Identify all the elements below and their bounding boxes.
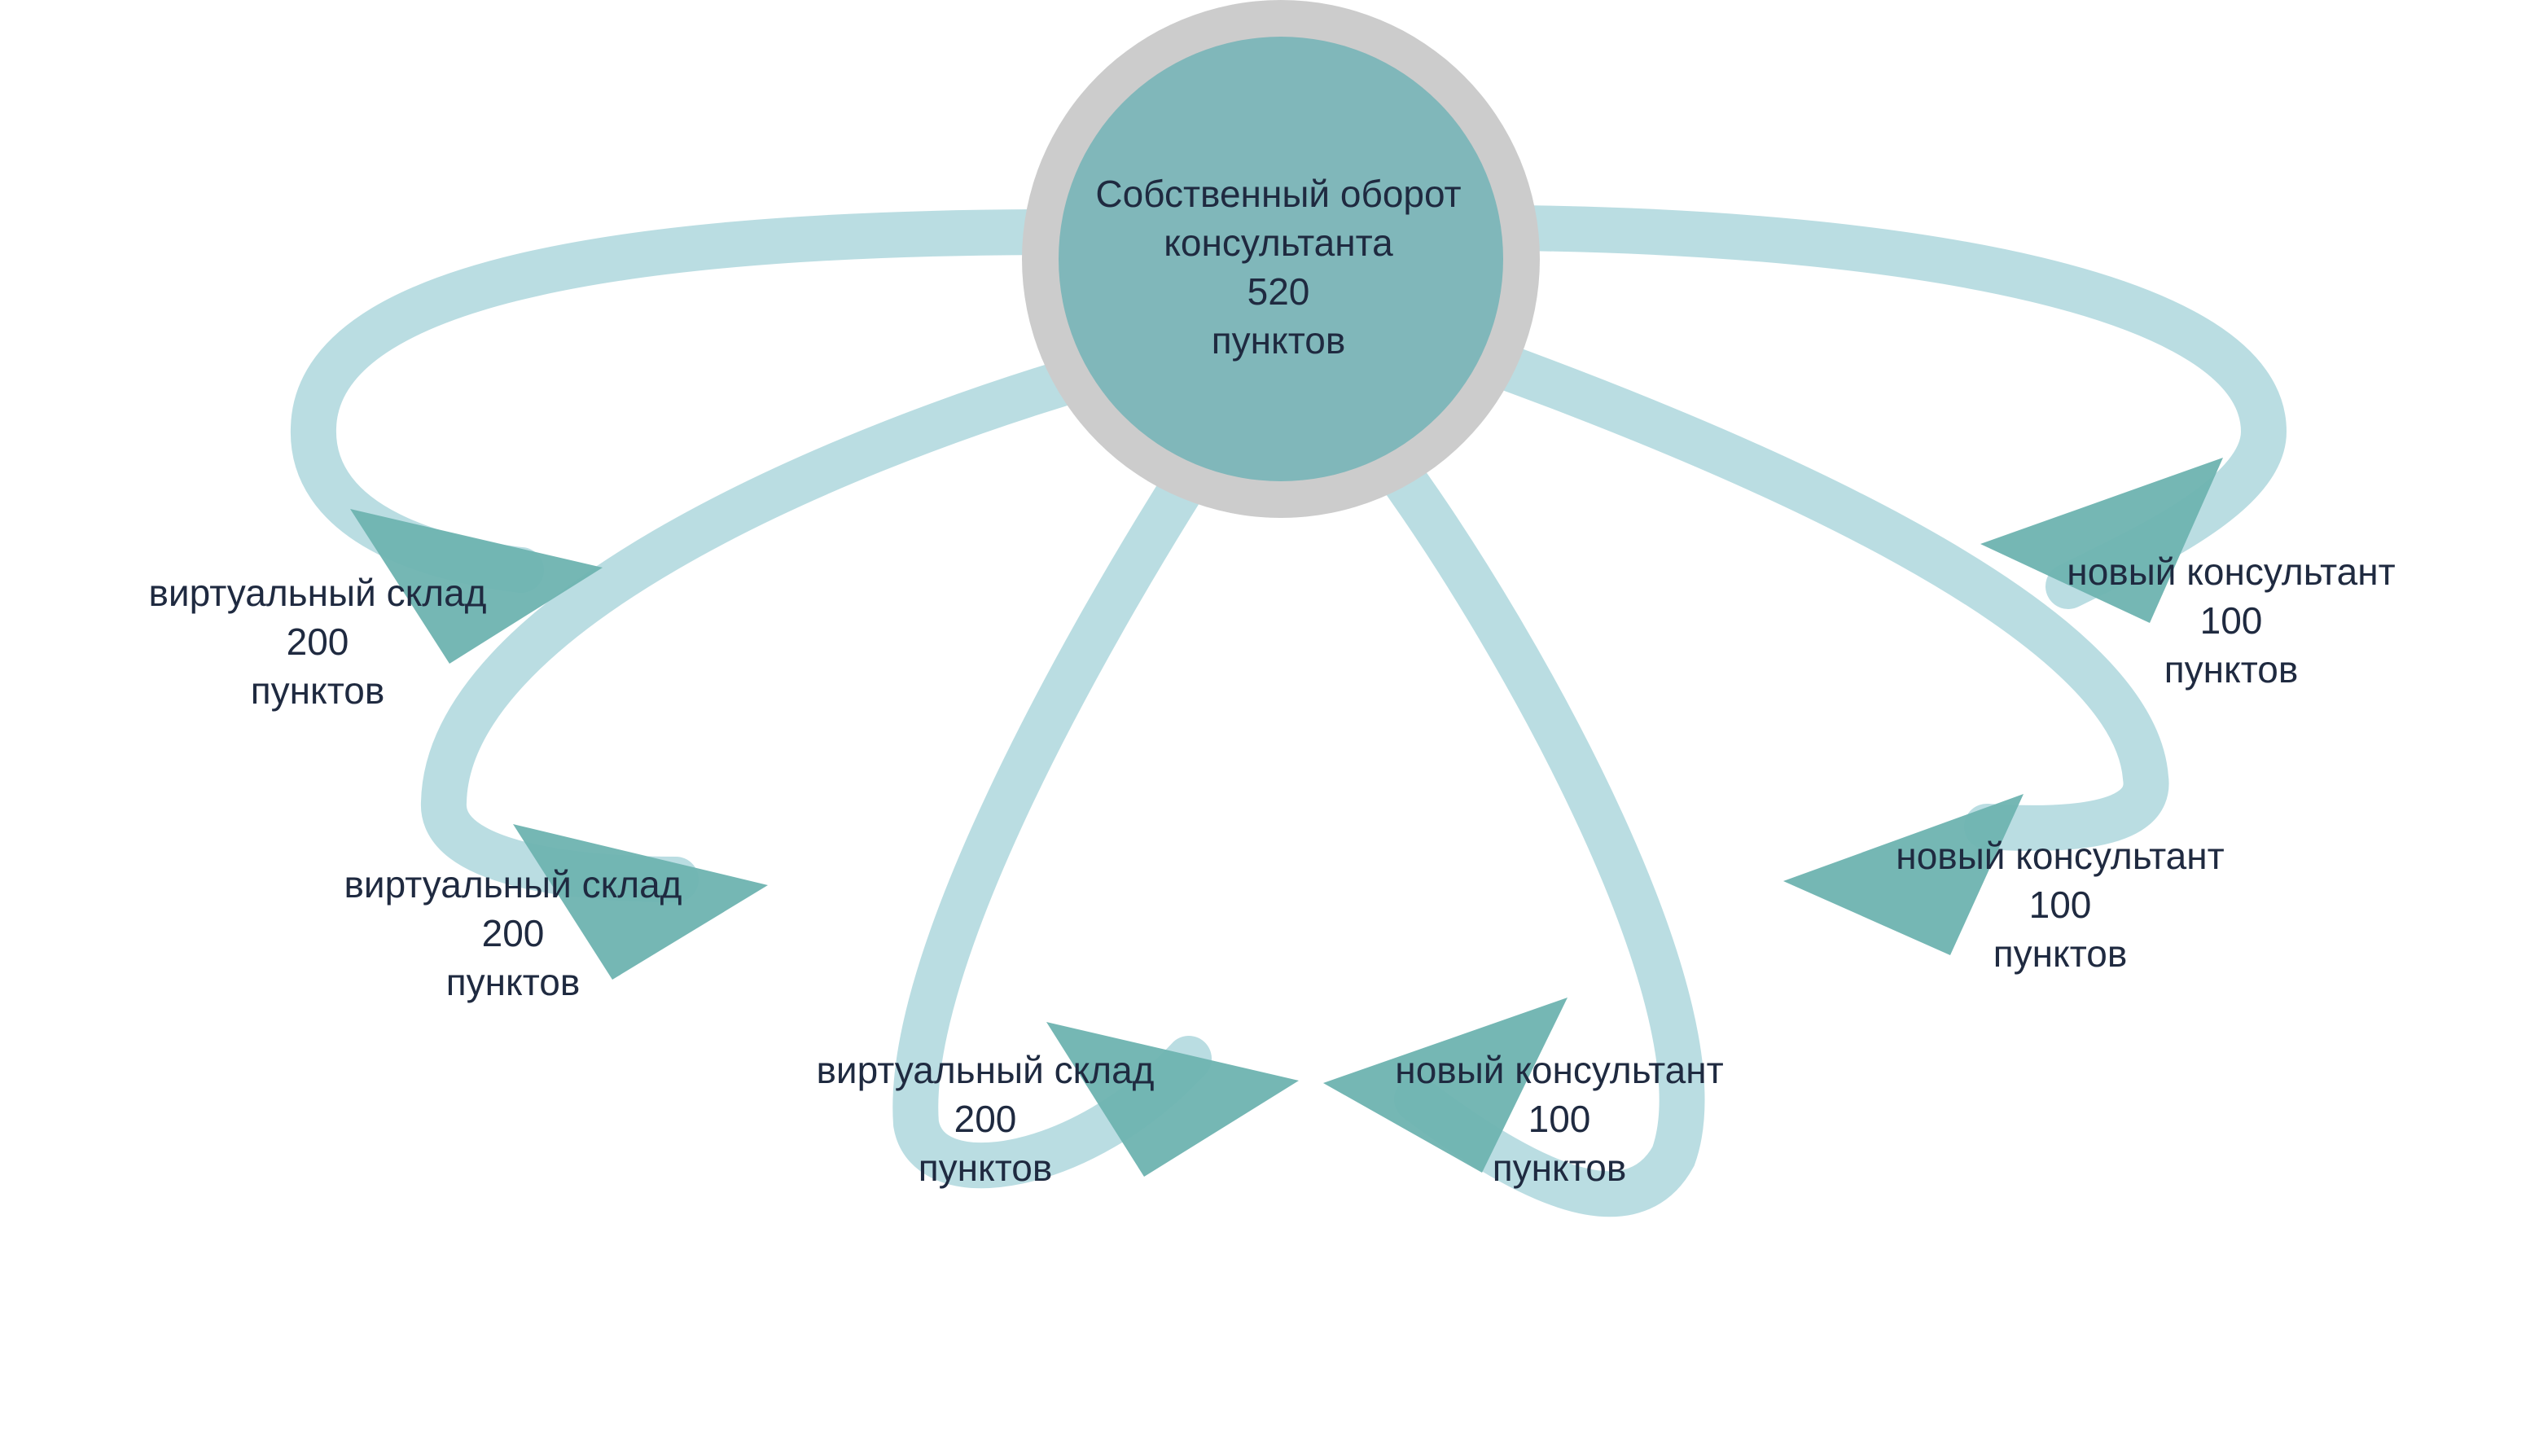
- node-unit: пунктов: [1492, 1147, 1627, 1189]
- node-title: новый консультант: [2067, 550, 2396, 593]
- node-label-new-consultant-1: новый консультант 100 пунктов: [2036, 547, 2427, 694]
- node-value: 200: [286, 621, 349, 663]
- loop-new-consultant-2: [1459, 335, 2169, 851]
- hub-circle: [1059, 37, 1503, 481]
- hub-group: [1022, 0, 1540, 518]
- arrow-head-new-consultant-2: [1783, 794, 2024, 955]
- node-unit: пунктов: [918, 1147, 1053, 1189]
- node-value: 100: [2028, 884, 2092, 926]
- loop-virtual-warehouse-2: [421, 352, 1114, 902]
- hub-value: 520: [1247, 270, 1310, 313]
- node-label-new-consultant-2: новый консультант 100 пунктов: [1865, 831, 2256, 978]
- arrow-head-virtual-warehouse-2: [513, 824, 768, 980]
- hub-title-line-1: Собственный оборот: [1095, 173, 1462, 215]
- node-label-virtual-warehouse-2: виртуальный склад 200 пунктов: [318, 860, 708, 1006]
- hub-unit: пунктов: [1211, 319, 1346, 362]
- node-unit: пунктов: [250, 669, 385, 712]
- node-unit: пунктов: [1993, 932, 2128, 975]
- arrow-head-virtual-warehouse-1: [350, 509, 603, 664]
- node-title: виртуальный склад: [816, 1049, 1155, 1091]
- node-title: новый консультант: [1896, 835, 2225, 877]
- node-value: 100: [2199, 599, 2263, 642]
- hub-title-line-2: консультанта: [1164, 221, 1393, 264]
- node-title: новый консультант: [1395, 1049, 1724, 1091]
- node-value: 200: [954, 1098, 1017, 1140]
- hub-label: Собственный оборот консультанта 520 пунк…: [1042, 169, 1515, 365]
- loop-virtual-warehouse-3: [892, 441, 1220, 1189]
- node-value: 100: [1528, 1098, 1591, 1140]
- loop-new-consultant-3: [1370, 441, 1705, 1217]
- arrow-head-virtual-warehouse-3: [1046, 1022, 1299, 1177]
- node-label-virtual-warehouse-3: виртуальный склад 200 пунктов: [790, 1046, 1181, 1192]
- node-title: виртуальный склад: [344, 863, 682, 906]
- node-label-new-consultant-3: новый консультант 100 пунктов: [1364, 1046, 1755, 1192]
- arrow-head-new-consultant-1: [1980, 458, 2223, 623]
- arrow-head-new-consultant-3: [1323, 998, 1568, 1173]
- node-unit: пунктов: [445, 961, 581, 1003]
- node-title: виртуальный склад: [148, 572, 487, 614]
- node-unit: пунктов: [2164, 648, 2299, 691]
- node-label-virtual-warehouse-1: виртуальный склад 200 пунктов: [122, 568, 513, 715]
- arrow-group: [350, 458, 2223, 1177]
- node-value: 200: [481, 912, 545, 954]
